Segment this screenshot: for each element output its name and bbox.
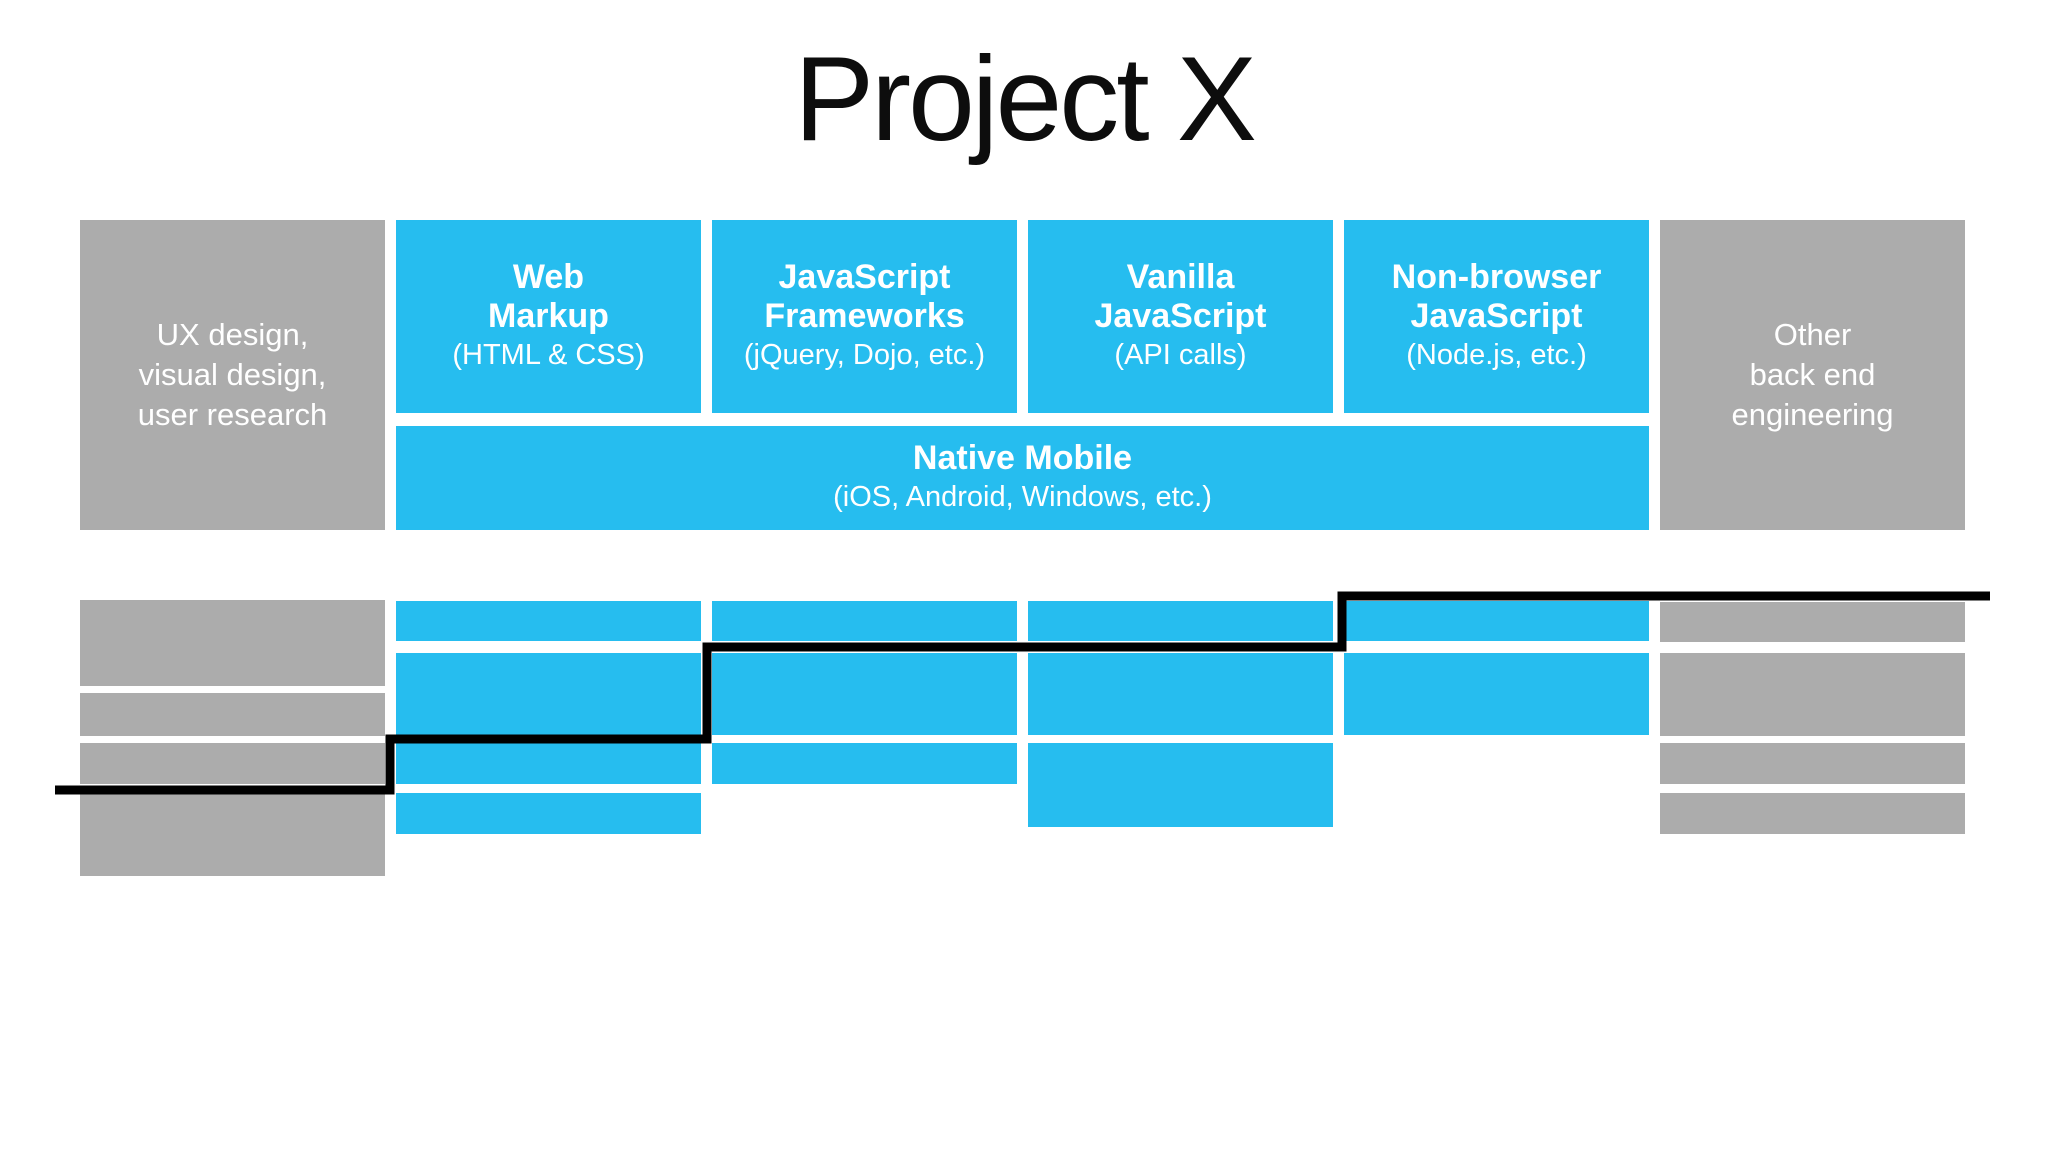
coverage-bar-ux-design [80,693,385,736]
block-title-line: JavaScript [1410,297,1583,335]
block-subtitle: (jQuery, Dojo, etc.) [743,339,986,371]
block-subtitle: (Node.js, etc.) [1406,339,1587,371]
native-mobile-band: Native Mobile (iOS, Android, Windows, et… [396,426,1649,530]
coverage-bar-other-backend [1660,602,1965,642]
coverage-bar-vanilla-javascript [1028,653,1333,735]
coverage-bar-javascript-frameworks [712,653,1017,735]
coverage-bar-web-markup [396,653,701,735]
native-mobile-title: Native Mobile [912,439,1133,477]
header-block-ux-design: UX design, visual design, user research [80,220,385,530]
coverage-bar-ux-design [80,794,385,876]
header-block-other-backend: Other back end engineering [1660,220,1965,530]
header-block-non-browser-javascript: Non-browser JavaScript (Node.js, etc.) [1344,220,1649,413]
coverage-bar-ux-design [80,743,385,784]
coverage-bar-javascript-frameworks [712,743,1017,784]
coverage-bar-web-markup [396,743,701,784]
header-block-line: Other [1773,317,1852,352]
coverage-bar-non-browser-javascript [1344,601,1649,641]
coverage-bar-other-backend [1660,653,1965,736]
header-block-line: visual design, [138,357,327,392]
block-title-line: Markup [488,297,609,335]
header-block-line: UX design, [156,317,309,352]
block-title-line: JavaScript [1094,297,1267,335]
header-block-line: engineering [1731,397,1894,432]
coverage-bar-other-backend [1660,743,1965,784]
header-block-javascript-frameworks: JavaScript Frameworks (jQuery, Dojo, etc… [712,220,1017,413]
coverage-bar-web-markup [396,601,701,641]
block-subtitle: (HTML & CSS) [452,339,645,371]
coverage-bar-ux-design [80,600,385,686]
coverage-bar-non-browser-javascript [1344,653,1649,735]
page-title: Project X [794,32,1257,166]
block-subtitle: (API calls) [1114,339,1247,371]
block-title-line: Frameworks [764,297,965,335]
block-title-line: JavaScript [778,258,951,296]
block-title-line: Vanilla [1126,258,1235,296]
coverage-bar-javascript-frameworks [712,601,1017,641]
block-title-line: Non-browser [1391,258,1602,296]
header-block-web-markup: Web Markup (HTML & CSS) [396,220,701,413]
native-mobile-subtitle: (iOS, Android, Windows, etc.) [833,481,1212,513]
coverage-bar-vanilla-javascript [1028,601,1333,641]
coverage-bar-vanilla-javascript [1028,743,1333,827]
coverage-bar-web-markup [396,793,701,834]
header-block-vanilla-javascript: Vanilla JavaScript (API calls) [1028,220,1333,413]
block-title-line: Web [512,258,585,296]
header-block-line: user research [137,397,328,432]
header-block-line: back end [1749,357,1876,392]
coverage-bar-other-backend [1660,793,1965,834]
